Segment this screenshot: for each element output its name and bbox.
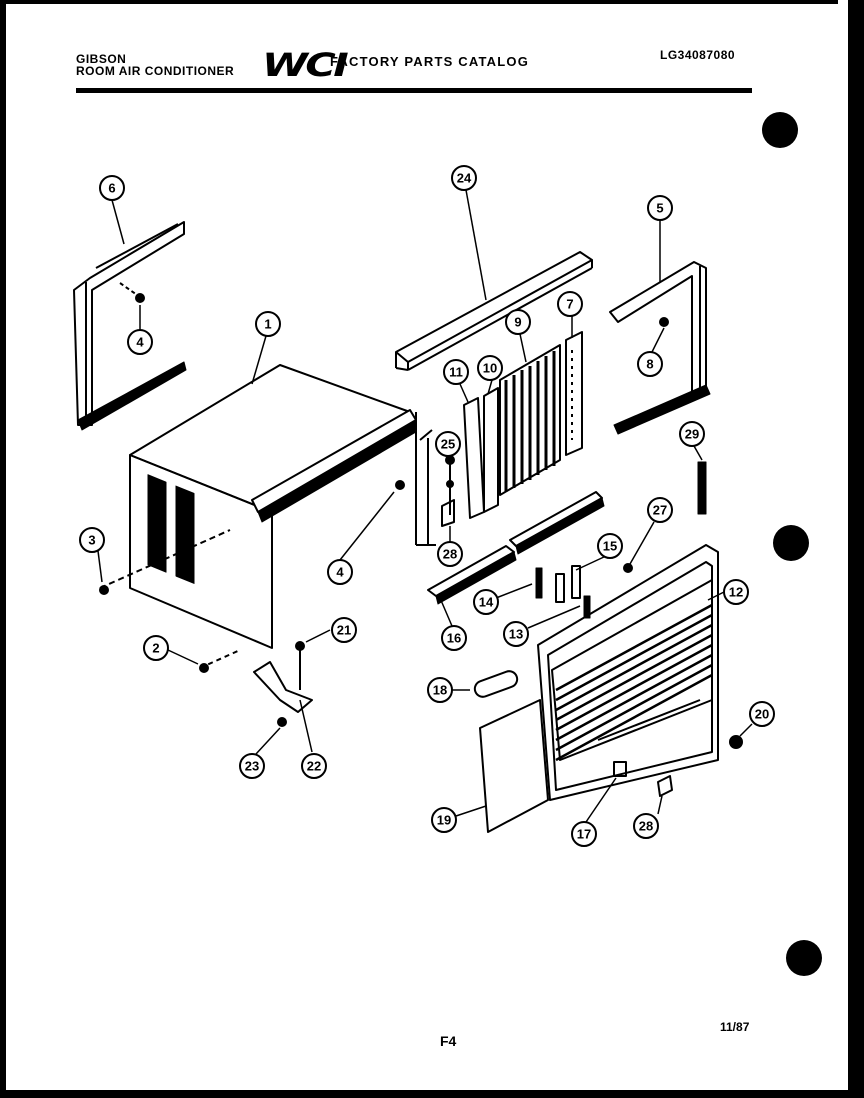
svg-text:11: 11 — [449, 365, 463, 380]
callout-7: 7 — [557, 291, 583, 317]
binder-hole-bottom — [786, 940, 822, 976]
part-screw — [729, 735, 743, 749]
part-side-frame-left — [73, 221, 187, 431]
callout-2: 2 — [143, 635, 169, 661]
svg-text:15: 15 — [603, 539, 617, 554]
svg-text:1: 1 — [264, 317, 271, 332]
svg-text:25: 25 — [441, 437, 455, 452]
scan-border-bottom — [0, 1090, 864, 1098]
wci-logo: WCI — [262, 46, 349, 84]
figure-number: F4 — [440, 1033, 457, 1049]
callout-4b: 4 — [327, 559, 353, 585]
callout-23: 23 — [239, 753, 265, 779]
callout-5: 5 — [647, 195, 673, 221]
callout-10: 10 — [477, 355, 503, 381]
callout-22: 22 — [301, 753, 327, 779]
svg-text:10: 10 — [483, 361, 497, 376]
callout-25: 25 — [435, 431, 461, 457]
catalog-code: LG34087080 — [660, 48, 736, 62]
svg-text:7: 7 — [566, 297, 573, 312]
callout-29: 29 — [679, 421, 705, 447]
catalog-title: FACTORY PARTS CATALOG — [330, 54, 530, 69]
callout-1: 1 — [255, 311, 281, 337]
callout-15: 15 — [597, 533, 623, 559]
callout-12: 12 — [723, 579, 749, 605]
callout-19: 19 — [431, 807, 457, 833]
callout-27: 27 — [647, 497, 673, 523]
svg-text:4: 4 — [336, 565, 344, 580]
part-filter — [473, 670, 549, 833]
binder-hole-middle — [773, 525, 809, 561]
callout-4: 4 — [127, 329, 153, 355]
svg-text:23: 23 — [245, 759, 259, 774]
part-side-frame-right — [609, 261, 711, 435]
callout-28b: 28 — [633, 813, 659, 839]
part-louver-assembly — [463, 331, 583, 519]
svg-text:12: 12 — [729, 585, 743, 600]
scan-border-left — [0, 0, 6, 1098]
svg-text:22: 22 — [307, 759, 321, 774]
svg-text:4: 4 — [136, 335, 144, 350]
callout-9: 9 — [505, 309, 531, 335]
callout-6: 6 — [99, 175, 125, 201]
svg-text:21: 21 — [337, 623, 351, 638]
svg-text:24: 24 — [457, 171, 472, 186]
callout-20: 20 — [749, 701, 775, 727]
callout-21: 21 — [331, 617, 357, 643]
callout-11: 11 — [443, 359, 469, 385]
svg-text:8: 8 — [646, 357, 653, 372]
svg-text:27: 27 — [653, 503, 667, 518]
svg-text:3: 3 — [88, 533, 95, 548]
svg-text:17: 17 — [577, 827, 591, 842]
svg-text:2: 2 — [152, 641, 159, 656]
svg-text:9: 9 — [514, 315, 521, 330]
callout-16: 16 — [441, 625, 467, 651]
svg-text:13: 13 — [509, 627, 523, 642]
binder-hole-top — [762, 112, 798, 148]
svg-text:28: 28 — [443, 547, 457, 562]
brand-name: GIBSON — [76, 52, 127, 66]
callout-14: 14 — [473, 589, 499, 615]
part-slider-parts — [535, 461, 707, 619]
callout-24: 24 — [451, 165, 477, 191]
part-small-clips — [441, 455, 455, 527]
part-front-grille — [537, 544, 719, 801]
callout-17: 17 — [571, 821, 597, 847]
svg-text:5: 5 — [656, 201, 663, 216]
svg-text:19: 19 — [437, 813, 451, 828]
callout-28: 28 — [437, 541, 463, 567]
part-top-rail — [395, 251, 593, 371]
callout-3: 3 — [79, 527, 105, 553]
scan-border-top — [0, 0, 864, 4]
scan-border-right — [838, 0, 864, 1098]
part-cabinet — [99, 364, 436, 673]
part-bracket — [253, 641, 313, 727]
callout-18: 18 — [427, 677, 453, 703]
callout-8: 8 — [637, 351, 663, 377]
svg-text:18: 18 — [433, 683, 447, 698]
leader-lines — [97, 189, 753, 823]
svg-text:28: 28 — [639, 819, 653, 834]
product-name: ROOM AIR CONDITIONER — [76, 64, 235, 78]
svg-text:14: 14 — [479, 595, 494, 610]
callout-13: 13 — [503, 621, 529, 647]
svg-text:20: 20 — [755, 707, 769, 722]
svg-text:29: 29 — [685, 427, 699, 442]
catalog-date: 11/87 — [720, 1020, 750, 1034]
header-rule — [76, 88, 752, 93]
svg-text:16: 16 — [447, 631, 461, 646]
svg-text:6: 6 — [108, 181, 115, 196]
part-lower-rails — [427, 491, 605, 605]
